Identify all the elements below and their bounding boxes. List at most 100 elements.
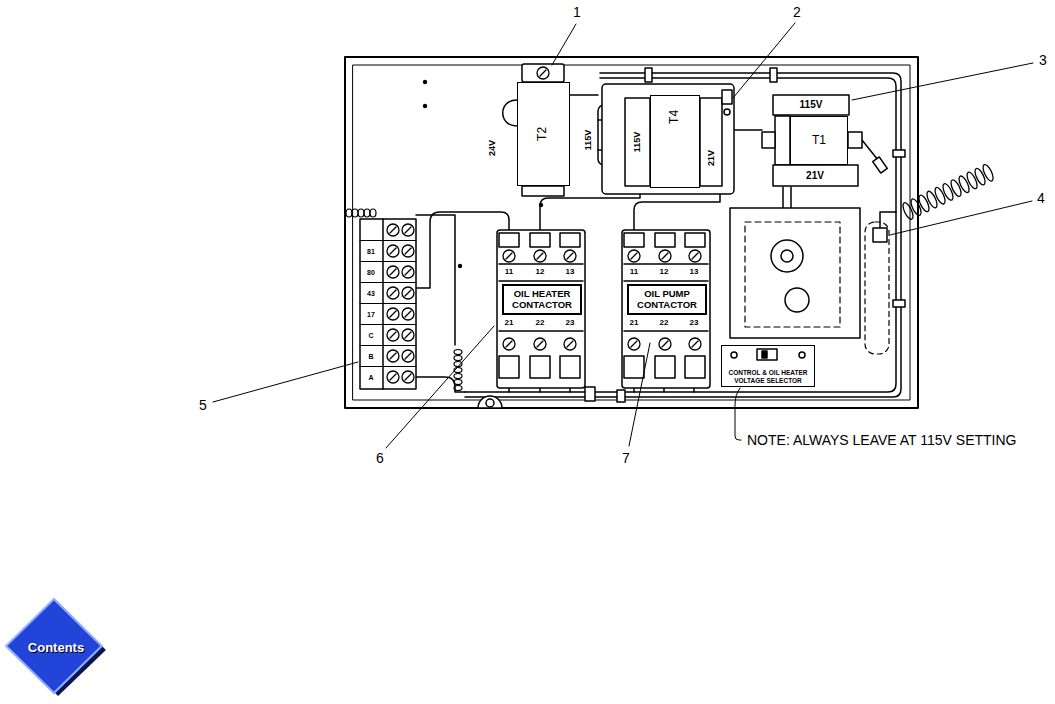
terminal-block: [387, 224, 399, 236]
voltage-selector-switch: [731, 352, 737, 358]
terminal-label: 81: [366, 248, 376, 255]
wire-bundle: [634, 194, 720, 233]
terminal-block: [387, 308, 399, 320]
transformer-t1: [773, 95, 849, 115]
terminal-block: [402, 287, 414, 299]
terminal-block: [402, 329, 414, 341]
terminal-number: 12: [659, 268, 670, 276]
mounting-plate: [745, 222, 840, 327]
terminal-block: [402, 350, 414, 362]
terminal-block: [387, 266, 399, 278]
terminal-number: 21: [629, 319, 640, 327]
wire-bundle: [540, 194, 640, 233]
coiled-cord: [909, 198, 923, 217]
transformer-t4: [602, 84, 734, 194]
winding-voltage: 115V: [584, 129, 593, 152]
contactor-body: [497, 230, 585, 388]
mounting-hole: [423, 104, 427, 108]
terminal-number: 12: [535, 268, 546, 276]
wire-clamp: [893, 150, 905, 157]
transformer-t1: [773, 165, 858, 186]
panel-housing: [345, 57, 918, 408]
transformer-core: T1: [790, 116, 848, 165]
terminal-label: B: [367, 353, 374, 360]
voltage-selector-switch: [731, 349, 805, 360]
winding-voltage: 115V: [799, 100, 824, 110]
contactor-body: [497, 230, 710, 388]
terminal-label: 43: [366, 290, 376, 297]
leader-line: [629, 343, 650, 446]
terminal-number: 23: [565, 319, 576, 327]
wire-clamp: [617, 390, 625, 402]
wire-clamp: [585, 68, 905, 402]
terminal-block: [402, 266, 414, 278]
leader-line: [735, 388, 741, 440]
voltage-selector-switch: [762, 351, 767, 358]
contactor-label: OIL PUMP CONTACTOR: [627, 284, 707, 315]
transformer-t1: [873, 157, 888, 173]
transformer-t2: [537, 67, 549, 79]
terminal-label: A: [367, 374, 374, 381]
callout-number: 6: [375, 451, 385, 465]
transformer-t4: [722, 90, 732, 104]
wire-bundle: [862, 140, 878, 160]
transformer-t2: [522, 186, 564, 196]
terminal-block: [402, 308, 414, 320]
terminal-block: [402, 224, 414, 236]
mounting-plate: [785, 288, 809, 312]
coiled-cord: [957, 175, 971, 194]
leader-line: [890, 201, 1032, 235]
coiled-cord: [917, 194, 931, 213]
control-panel-illustration: [213, 23, 1033, 448]
node-text: OIL PUMP CONTACTOR: [632, 289, 702, 311]
terminal-number: 22: [535, 319, 546, 327]
node-text: OIL HEATER CONTACTOR: [507, 289, 577, 311]
wire-clamp: [585, 387, 595, 401]
terminal-number: 11: [504, 268, 514, 276]
wire-bundle: [416, 73, 901, 397]
wire-clamp: [645, 68, 652, 82]
cable-grommet: [486, 399, 494, 407]
transformer-core: T2: [517, 82, 570, 186]
coiled-lead: [454, 374, 462, 379]
voltage-selector: CONTROL & OIL HEATER VOLTAGE SELECTOR: [721, 345, 815, 387]
terminal-block: [387, 245, 399, 257]
wire-bundle: [465, 78, 896, 392]
node-text: T4: [668, 110, 682, 124]
wire-bundle: [465, 73, 901, 397]
contactor-body: [622, 230, 710, 388]
node-text: T2: [537, 127, 551, 141]
wire-bundle: [734, 129, 762, 131]
panel-housing: [353, 65, 910, 400]
leader-line: [552, 24, 576, 65]
terminal-block: [360, 219, 416, 389]
switch-component: [873, 228, 887, 242]
transformer-t4: [602, 84, 734, 194]
mounting-hole: [458, 264, 462, 268]
transformer-t2: [503, 64, 614, 196]
terminal-number: 21: [504, 319, 515, 327]
transformer-t2: [503, 100, 517, 126]
terminal-number: 22: [659, 319, 670, 327]
contents-button: Contents: [4, 598, 108, 698]
callout-number: 2: [792, 5, 802, 19]
node-text: CONTROL & OIL HEATER VOLTAGE SELECTOR: [724, 369, 812, 384]
wire-bundle: [783, 187, 791, 208]
transformer-t4: [625, 98, 650, 186]
terminal-label: 17: [366, 311, 376, 318]
contactor-label: OIL HEATER CONTACTOR: [502, 284, 582, 315]
terminal-label: C: [367, 332, 374, 339]
transformer-t1: [775, 116, 790, 165]
terminal-block: [360, 241, 416, 367]
terminal-number: 13: [689, 268, 700, 276]
wire-bundle: [570, 94, 598, 96]
terminal-block: [387, 350, 399, 362]
coiled-cord: [981, 163, 995, 182]
leader-line: [213, 23, 1033, 448]
voltage-selector-switch: [757, 349, 777, 360]
cable-grommet: [478, 396, 502, 408]
coiled-cord: [901, 201, 915, 220]
voltage-selector-switch: [799, 352, 805, 358]
